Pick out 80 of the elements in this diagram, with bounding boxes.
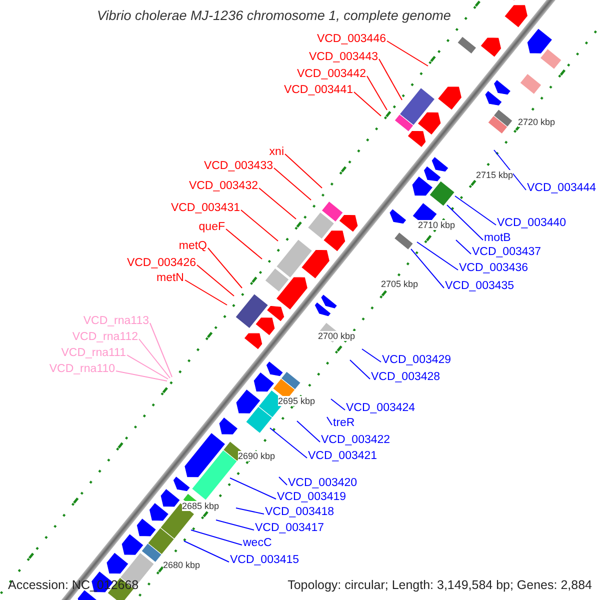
leader-line	[410, 248, 444, 288]
scale-label: 2680 kbp	[163, 560, 200, 570]
leader-line	[362, 348, 382, 362]
leader-line	[126, 354, 168, 380]
leader-line	[330, 398, 346, 410]
gene-label: VCD_003418	[265, 505, 334, 519]
gene-label: wecC	[243, 536, 272, 550]
gene-label: VCD_003436	[459, 261, 528, 275]
leader-line	[416, 242, 458, 270]
leader-line	[184, 280, 228, 306]
gene-label: VCD_003441	[284, 83, 353, 97]
scale-label: 2700 kbp	[318, 331, 356, 341]
scale-label: 2685 kbp	[182, 501, 220, 511]
gene-label: xni	[269, 145, 284, 159]
gene-label: VCD_003444	[527, 181, 596, 195]
gene-label: VCD_003435	[445, 279, 514, 293]
leader-line	[378, 58, 402, 100]
leader-line	[230, 478, 276, 500]
gene-label: VCD_003429	[382, 353, 452, 367]
leader-line	[446, 204, 484, 240]
gene-label: VCD_003428	[371, 370, 440, 384]
leader-line	[190, 530, 242, 546]
gene-label: motB	[484, 231, 511, 245]
gene-label: VCD_003419	[277, 490, 346, 504]
gene-label: VCD_003417	[255, 521, 324, 535]
scale-label: 2690 kbp	[238, 451, 276, 461]
footer-text: Topology: circular; Length: 3,149,584 bp; Genes: 2,884	[288, 578, 592, 592]
leader-line	[116, 370, 168, 382]
footer-text: Accession: NC_012668	[8, 578, 139, 592]
leader-line	[284, 154, 322, 188]
leader-line	[208, 248, 242, 288]
gene-label: VCD_003421	[308, 449, 378, 463]
leader-line	[258, 188, 296, 220]
leader-line	[278, 476, 288, 486]
map-title: Vibrio cholerae MJ-1236 chromosome 1, complete genome	[97, 8, 451, 23]
gene-label: VCD_rna113	[83, 314, 149, 328]
gene-label: VCD_003431	[170, 201, 240, 215]
leader-line	[350, 360, 370, 380]
leader-line	[240, 210, 278, 242]
leader-line	[150, 322, 172, 378]
gene-label: VCD_003424	[346, 401, 416, 415]
gene-label: VCD_003437	[472, 245, 542, 259]
gene-label: VCD_003426	[126, 256, 196, 270]
leader-line	[354, 92, 382, 116]
scale-label: 2720 kbp	[518, 117, 556, 127]
leader-line	[296, 420, 320, 442]
leader-line	[456, 240, 472, 254]
leader-line	[454, 196, 496, 226]
leader-line	[226, 228, 262, 260]
gene-label: VCD_003433	[204, 159, 273, 173]
gene-label: metQ	[178, 239, 207, 253]
gene-label: queF	[198, 220, 225, 234]
gene-label: VCD_rna110	[49, 362, 115, 376]
scale-label: 2715 kbp	[476, 170, 514, 180]
leader-line	[494, 150, 526, 190]
leader-line	[236, 508, 264, 514]
gene-label: VCD_003446	[316, 32, 386, 46]
leader-line	[184, 540, 230, 562]
gene-label: treR	[333, 416, 355, 430]
scale-label: 2710 kbp	[418, 220, 456, 230]
leader-line	[366, 76, 388, 110]
leader-line	[196, 264, 234, 296]
gene-label: VCD_003415	[230, 553, 300, 567]
gene-label: VCD_003420	[288, 476, 358, 490]
gene-label: VCD_rna112	[72, 330, 138, 344]
gene-label: VCD_003432	[188, 179, 258, 193]
gene-label: VCD_003422	[321, 433, 390, 447]
leader-line	[386, 40, 428, 66]
leader-line	[138, 338, 170, 378]
gene-label: metN	[156, 271, 184, 285]
scale-label: 2705 kbp	[381, 279, 418, 289]
leader-line	[270, 428, 308, 458]
scale-label: 2695 kbp	[278, 396, 316, 406]
gene-label: VCD_003442	[296, 67, 366, 81]
leader-line	[326, 416, 332, 426]
leader-line	[216, 520, 254, 530]
gene-label: VCD_rna111	[61, 346, 126, 360]
gene-label: VCD_003440	[497, 216, 566, 230]
gene-label: VCD_003443	[308, 50, 378, 64]
leader-line	[274, 168, 312, 200]
